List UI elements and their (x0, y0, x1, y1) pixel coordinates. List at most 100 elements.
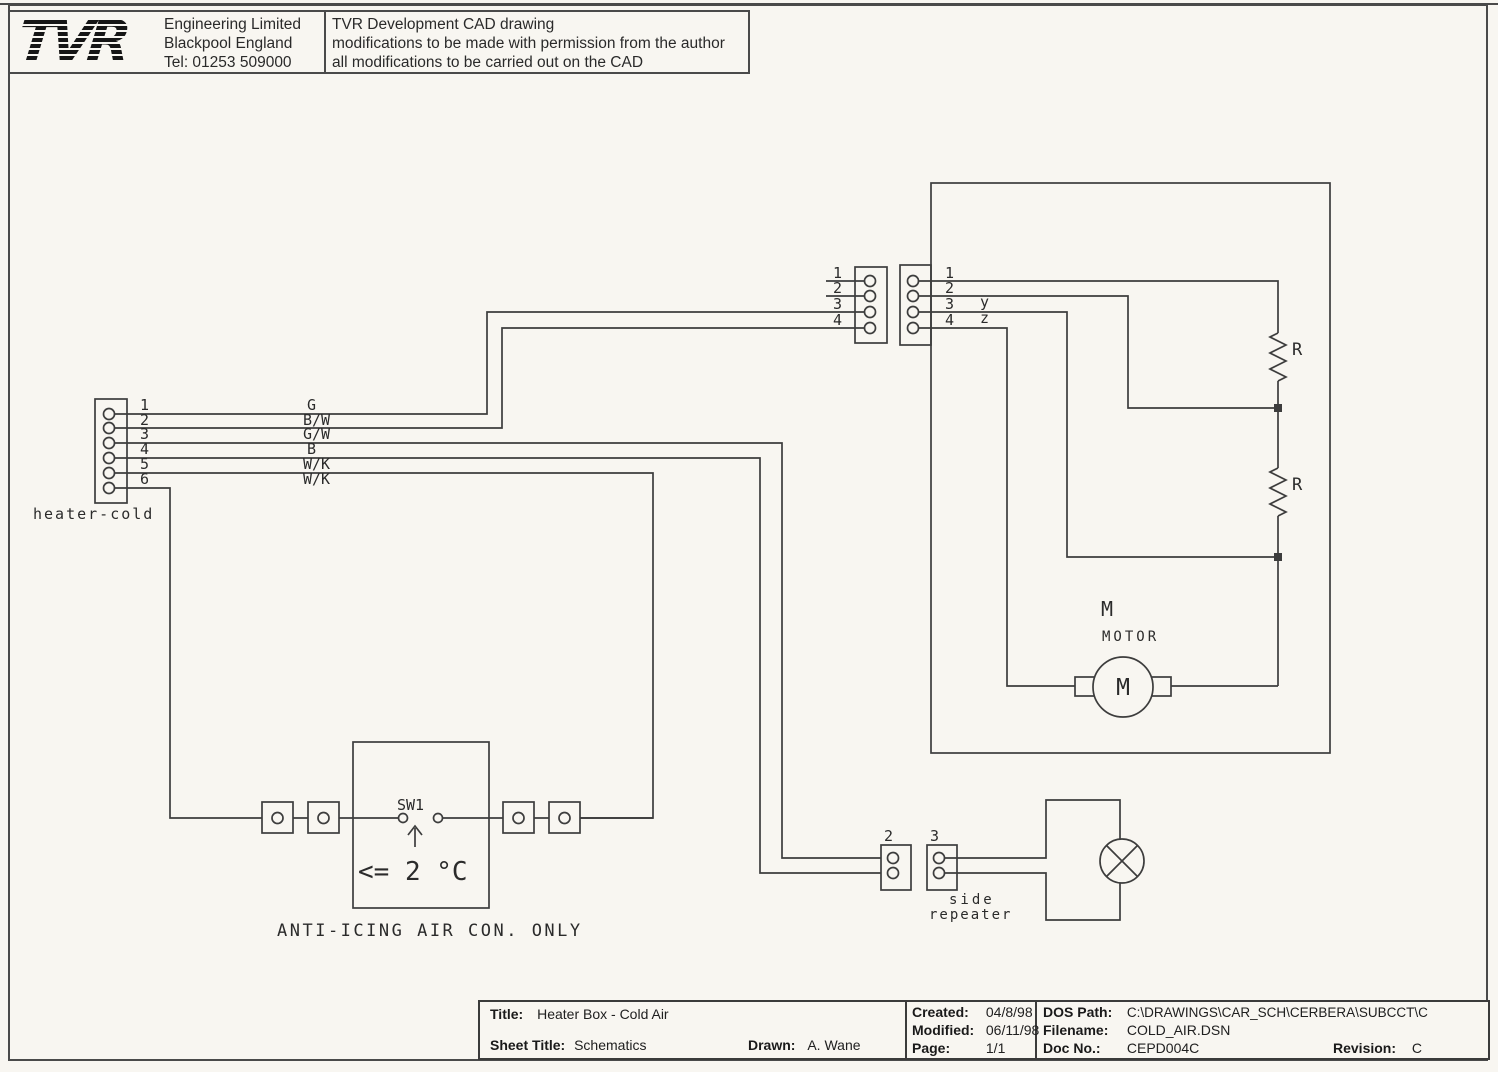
wire-b-pin4 (114, 457, 881, 874)
revision-value: C (1411, 1040, 1423, 1056)
wire-label-bw: B/W (303, 411, 331, 429)
wire-label-b: B (307, 440, 316, 458)
notice-line-3: all modifications to be carried out on t… (332, 54, 644, 71)
filename-row: Filename: COLD_AIR.DSN (1043, 1022, 1230, 1038)
wire-bw-pin2 (114, 327, 864, 429)
notice-line-1: TVR Development CAD drawing (332, 16, 555, 33)
header-box: TVR Engineering Limited Blackpool Englan… (8, 9, 750, 74)
side-repeater-connector-3-label: 3 (930, 827, 939, 845)
resistor-bottom-label: R (1292, 475, 1303, 495)
sheet-border (8, 4, 1488, 1061)
heater-cold-pin-number: 2 (140, 411, 149, 429)
sw1-terminal-3-pin (512, 811, 525, 825)
motor-conn-pin-number: 2 (945, 279, 954, 297)
sw1-contact-left (397, 812, 409, 824)
wire-label-gw: G/W (303, 425, 331, 443)
cad-notice: TVR Development CAD drawing modification… (332, 15, 725, 72)
sheet-title-value: Schematics (574, 1037, 647, 1053)
heater-cold-pin-number: 6 (140, 470, 149, 488)
lamp-loop-bottom (945, 872, 1121, 921)
motor-unit-connector-box (899, 264, 932, 346)
inline-left-pin-1 (863, 274, 877, 288)
inline-left-pin-number: 2 (833, 279, 842, 297)
sw1-box (352, 741, 490, 909)
modified-value: 06/11/98 (985, 1022, 1040, 1038)
header-divider (324, 12, 326, 72)
wire-motor-pin4-z (919, 327, 1075, 687)
wire-motor-pin3-y (919, 311, 1274, 558)
wire-wk-pin5 (114, 472, 654, 819)
heater-cold-pin-number: 4 (140, 440, 149, 458)
heater-cold-pin-6 (102, 481, 116, 495)
wire-g-pin1 (114, 311, 864, 415)
inline-left-pin-3 (863, 305, 877, 319)
sheet-title-label: Sheet Title: (490, 1037, 566, 1053)
sw1-contact-right (432, 812, 444, 824)
doc-no-value: CEPD004C (1126, 1040, 1200, 1056)
sw1-condition: <= 2 °C (358, 857, 468, 887)
resistor-top-label: R (1292, 340, 1303, 360)
title-value: Heater Box - Cold Air (537, 1006, 669, 1022)
inline-left-pin-number: 1 (833, 264, 842, 282)
dos-path-row: DOS Path: C:\DRAWINGS\CAR_SCH\CERBERA\SU… (1043, 1004, 1428, 1020)
junction-dot-1 (1274, 404, 1282, 412)
motor-symbol-letter: M (1116, 675, 1130, 701)
company-address: Engineering Limited Blackpool England Te… (164, 15, 301, 72)
wire-label-wk1: W/K (303, 455, 330, 473)
side-repeater-connector-2-label: 2 (884, 827, 893, 845)
side-repeater-label-2: repeater (929, 907, 1012, 923)
lamp-cross-2 (1105, 844, 1139, 878)
title-block-divider-1 (905, 1002, 907, 1058)
wire-motor-pin1 (919, 280, 1279, 333)
motor-unit-box (930, 182, 1331, 754)
inline-left-pin-number: 4 (833, 311, 842, 329)
sw1-terminal-2-pin (317, 811, 330, 825)
lamp-loop-top (945, 799, 1121, 859)
resistor-bottom-symbol (1268, 467, 1288, 517)
motor-conn-pin-number: 3 (945, 295, 954, 313)
company-line-1: Engineering Limited (164, 16, 302, 33)
wire-label-wk2: W/K (303, 470, 330, 488)
heater-cold-pin-3 (102, 436, 116, 450)
motor-conn-pin-1 (906, 274, 920, 288)
sw1-terminal-1-pin (271, 811, 284, 825)
page-value: 1/1 (985, 1040, 1006, 1056)
wire-motor-pin2 (919, 295, 1274, 409)
wire-label-z: z (980, 309, 989, 327)
sw1-terminal-4-pin (558, 811, 571, 825)
heater-cold-pin-number: 3 (140, 425, 149, 443)
inline-left-pin-4 (863, 321, 877, 335)
side-repeater-c3-pin-top (932, 851, 946, 865)
heater-cold-pin-4 (102, 451, 116, 465)
company-line-3: Tel: 01253 509000 (164, 54, 292, 71)
modified-label: Modified: (912, 1022, 975, 1038)
wire-label-g: G (307, 396, 316, 414)
wire-gw-pin3 (114, 442, 881, 859)
inline-connector-left-box (854, 266, 888, 344)
side-repeater-connector-3-box (926, 844, 958, 891)
sheet-title-row: Sheet Title: Schematics (490, 1037, 646, 1053)
heater-cold-pin-number: 1 (140, 396, 149, 414)
heater-cold-pin-1 (102, 407, 116, 421)
wire-label-y: y (980, 293, 989, 311)
modified-row: Modified: 06/11/98 (912, 1022, 1039, 1038)
side-repeater-c3-pin-bottom (932, 866, 946, 880)
junction-dot-2 (1274, 553, 1282, 561)
sw1-terminal-4 (548, 801, 581, 834)
wire-wk-pin6 (114, 487, 262, 819)
motor-designator: M (1101, 597, 1113, 621)
page-row: Page: 1/1 (912, 1040, 1005, 1056)
drawn-value: A. Wane (807, 1037, 861, 1053)
title-row: Title: Heater Box - Cold Air (490, 1006, 669, 1022)
title-block: Title: Heater Box - Cold Air Sheet Title… (478, 1000, 1490, 1060)
notice-line-2: modifications to be made with permission… (332, 35, 725, 52)
heater-cold-label: heater-cold (33, 505, 154, 523)
inline-left-pin-2 (863, 289, 877, 303)
motor-conn-pin-4 (906, 321, 920, 335)
inline-left-pin-number: 3 (833, 295, 842, 313)
dos-path-value: C:\DRAWINGS\CAR_SCH\CERBERA\SUBCCT\C (1126, 1005, 1428, 1020)
drawn-row: Drawn: A. Wane (748, 1037, 861, 1053)
created-label: Created: (912, 1004, 969, 1020)
